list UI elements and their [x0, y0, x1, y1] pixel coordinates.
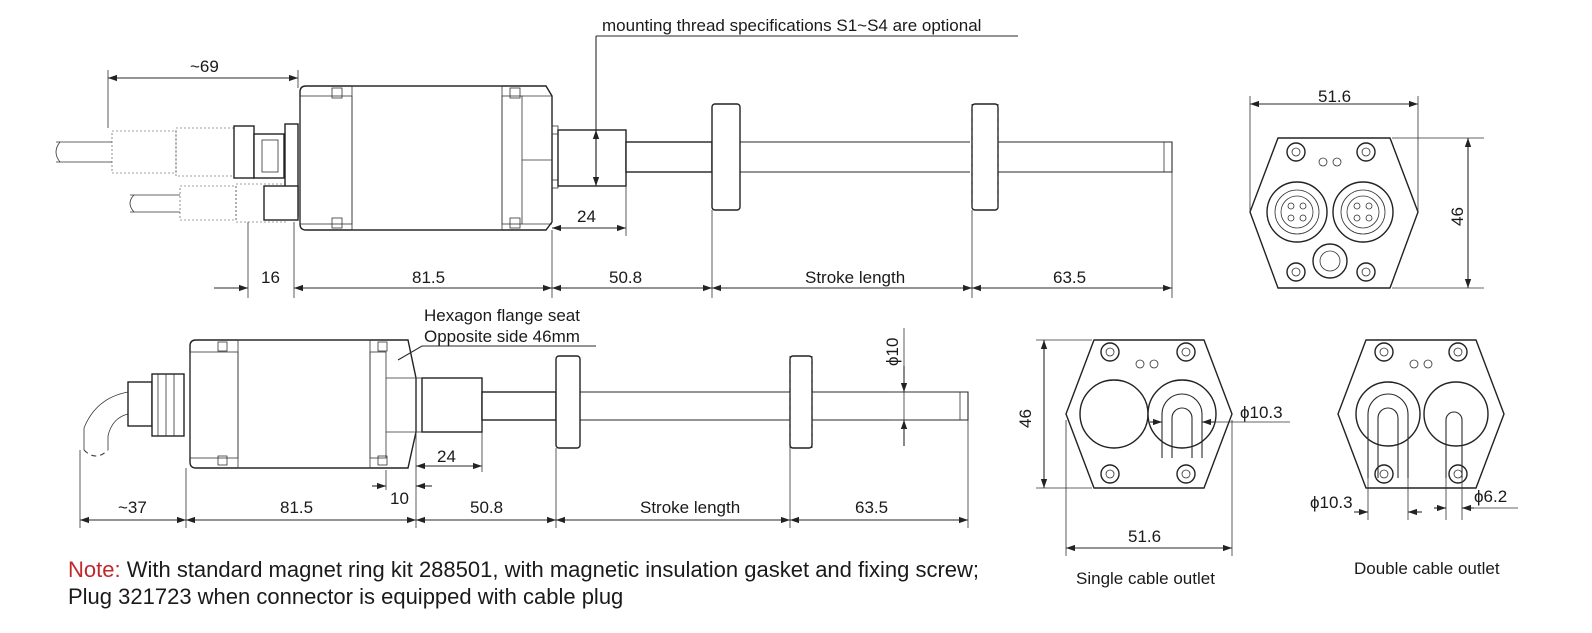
top-connector-block	[253, 133, 285, 179]
bottom-dim-cable: ~37	[118, 498, 147, 517]
note-text: Note: With standard magnet ring kit 2885…	[68, 556, 1028, 610]
bottom-dim-stroke: Stroke length	[640, 498, 740, 517]
bottom-mounting-thread	[421, 377, 483, 433]
top-dim-end: 63.5	[1053, 268, 1086, 287]
top-dim-cable: ~69	[190, 57, 219, 76]
top-side-view	[55, 35, 1173, 298]
top-housing	[299, 85, 559, 231]
double-outlet-cable-dia-1: ϕ10.3	[1310, 493, 1353, 512]
single-outlet-height: 46	[1016, 409, 1035, 428]
top-dim-thread: 24	[577, 207, 596, 226]
single-outlet-cable-dia: ϕ10.3	[1240, 403, 1283, 422]
note-body: With standard magnet ring kit 288501, wi…	[68, 557, 980, 609]
flange-callout-line1: Hexagon flange seat	[424, 306, 580, 325]
top-magnet-ring-2	[971, 103, 999, 211]
bottom-dim-thread: 24	[437, 447, 456, 466]
single-outlet-view	[1036, 339, 1290, 556]
bottom-side-view	[79, 328, 969, 528]
top-connector-lower	[263, 185, 299, 221]
top-cable-lower	[129, 183, 287, 223]
top-dim-body: 81.5	[412, 268, 445, 287]
connector-socket-left	[1266, 181, 1328, 243]
top-cable-upper	[55, 125, 255, 179]
connector-end-height: 46	[1448, 207, 1467, 226]
top-dim-stroke: Stroke length	[805, 268, 905, 287]
top-dim-a: 16	[261, 268, 280, 287]
thread-callout: mounting thread specifications S1~S4 are…	[602, 16, 981, 35]
bottom-cable	[83, 373, 185, 457]
note-label: Note:	[68, 557, 121, 582]
single-outlet-caption: Single cable outlet	[1076, 569, 1215, 588]
bottom-housing	[189, 339, 417, 469]
bottom-rod	[556, 391, 790, 421]
double-outlet-caption: Double cable outlet	[1354, 559, 1500, 578]
bottom-dim-rod: ϕ10	[883, 338, 902, 366]
connector-end-width: 51.6	[1318, 87, 1351, 106]
flange-callout-line2: Opposite side 46mm	[424, 327, 580, 346]
bottom-magnet-ring-1	[555, 355, 581, 449]
top-magnet-ring-1	[711, 103, 741, 211]
top-rod	[712, 141, 970, 173]
single-outlet-width: 51.6	[1128, 527, 1161, 546]
top-mounting-thread	[557, 129, 627, 187]
double-outlet-view	[1337, 339, 1518, 520]
bottom-dim-end: 63.5	[855, 498, 888, 517]
bottom-magnet-ring-2	[789, 355, 813, 449]
top-dim-b: 50.8	[609, 268, 642, 287]
bottom-dim-flange: 10	[390, 489, 409, 508]
bottom-dim-b: 50.8	[470, 498, 503, 517]
bottom-dim-body: 81.5	[280, 498, 313, 517]
connector-socket-small	[1312, 243, 1348, 279]
connector-socket-right	[1332, 181, 1394, 243]
double-outlet-cable-dia-2: ϕ6.2	[1474, 487, 1507, 506]
connector-end-view	[1249, 96, 1484, 289]
